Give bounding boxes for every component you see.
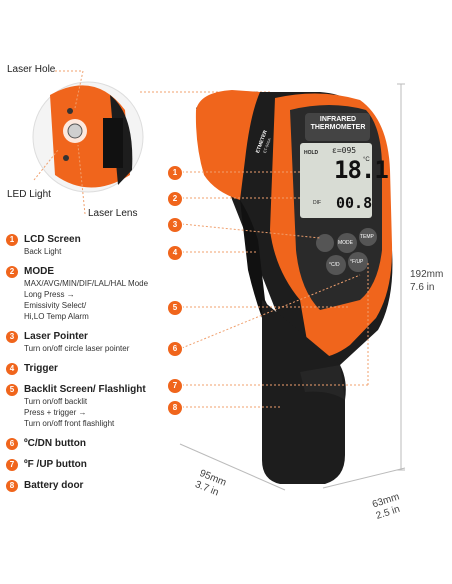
- legend-title: ºF /UP button: [24, 459, 87, 470]
- lcd-emissivity: ε=095: [332, 146, 357, 155]
- laser-pointer-button-shape: [316, 234, 334, 252]
- legend-item-trigger: 4 Trigger: [6, 363, 181, 375]
- led-light-label: LED Light: [7, 189, 51, 200]
- marker-4: 4: [167, 245, 183, 261]
- legend-desc: Turn on/off backlit: [24, 397, 88, 406]
- marker-5: 5: [167, 300, 183, 316]
- laser-hole-label: Laser Hole: [7, 64, 56, 75]
- legend-title: Trigger: [24, 363, 58, 374]
- legend-title: Laser Pointer: [24, 331, 88, 342]
- legend-desc: Press + trigger →: [24, 408, 87, 417]
- fahrenheit-up-button[interactable]: °F/UP: [350, 259, 364, 265]
- temp-button[interactable]: TEMP: [360, 234, 374, 240]
- device-label-line2: THERMOMETER: [310, 124, 366, 131]
- lcd-main-reading: 18.1: [334, 156, 389, 184]
- celsius-dn-button[interactable]: °C/D: [329, 262, 340, 268]
- legend-item-fahrenheit-button: 7 ºF /UP button: [6, 459, 181, 471]
- device-label: INFRARED THERMOMETER: [307, 116, 369, 132]
- legend-desc: Back Light: [24, 247, 62, 256]
- legend-title: ºC/DN button: [24, 438, 86, 449]
- height-in: 7.6 in: [410, 282, 435, 293]
- legend-desc: Hi,LO Temp Alarm: [24, 312, 89, 321]
- thermometer-body: [195, 90, 393, 484]
- legend-number: 3: [6, 331, 18, 343]
- legend-item-battery-door: 8 Battery door: [6, 480, 181, 492]
- legend-number: 2: [6, 266, 18, 278]
- legend-desc: Long Press →: [24, 290, 75, 299]
- width-dimension-line: [179, 443, 286, 491]
- marker-1: 1: [167, 165, 183, 181]
- legend-number: 6: [6, 438, 18, 450]
- legend-desc: Turn on/off circle laser pointer: [24, 344, 130, 353]
- marker-3: 3: [167, 217, 183, 233]
- laser-lens-label: Laser Lens: [88, 208, 138, 219]
- lcd-hold: HOLD: [304, 150, 319, 156]
- feature-legend: 1 LCD Screen Back Light 2 MODE MAX/AVG/M…: [6, 234, 181, 501]
- laser-zoom-circle: [32, 81, 144, 193]
- marker-7: 7: [167, 378, 183, 394]
- legend-item-laser-pointer: 3 Laser Pointer Turn on/off circle laser…: [6, 331, 181, 354]
- lcd-unit: °C: [363, 157, 370, 163]
- marker-6: 6: [167, 341, 183, 357]
- legend-title: Battery door: [24, 480, 84, 491]
- legend-item-celsius-button: 6 ºC/DN button: [6, 438, 181, 450]
- depth-dimension-line: [322, 467, 406, 489]
- marker-2: 2: [167, 191, 183, 207]
- laser-hole-dot: [67, 108, 73, 114]
- legend-number: 8: [6, 480, 18, 492]
- marker-8: 8: [167, 400, 183, 416]
- legend-item-backlit: 5 Backlit Screen/ Flashlight Turn on/off…: [6, 384, 181, 429]
- legend-item-lcd-screen: 1 LCD Screen Back Light: [6, 234, 181, 257]
- legend-number: 5: [6, 384, 18, 396]
- lcd-sub-reading: 00.8: [336, 194, 373, 212]
- legend-desc: Emissivity Select/: [24, 301, 87, 310]
- device-label-line1: INFRARED: [319, 116, 357, 123]
- legend-desc: Turn on/off front flashlight: [24, 419, 115, 428]
- legend-number: 4: [6, 363, 18, 375]
- lcd-dif: DIF: [313, 200, 322, 206]
- mode-button[interactable]: MODE: [338, 240, 353, 246]
- legend-desc: MAX/AVG/MIN/DIF/LAL/HAL Mode: [24, 279, 149, 288]
- legend-title: Backlit Screen/ Flashlight: [24, 384, 146, 395]
- height-dimension: 192mm 7.6 in: [410, 268, 443, 294]
- legend-number: 7: [6, 459, 18, 471]
- legend-number: 1: [6, 234, 18, 246]
- legend-title: LCD Screen: [24, 234, 81, 245]
- height-mm: 192mm: [410, 269, 444, 280]
- legend-title: MODE: [24, 266, 54, 277]
- legend-item-mode: 2 MODE MAX/AVG/MIN/DIF/LAL/HAL Mode Long…: [6, 266, 181, 322]
